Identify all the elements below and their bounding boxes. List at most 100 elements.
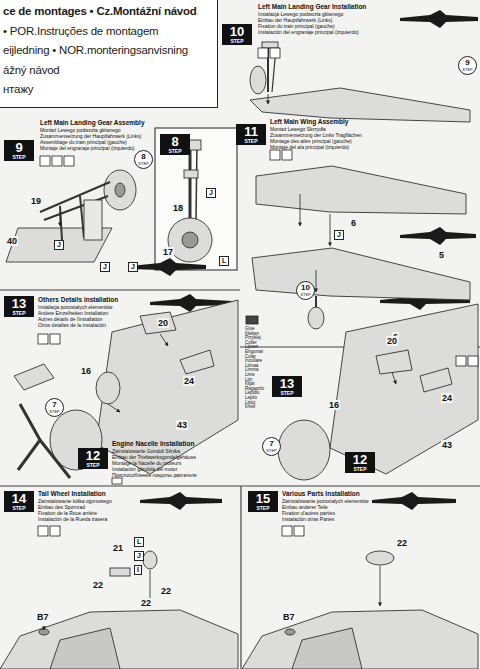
step-title: Zainstalowanie pozostałych elementów	[282, 498, 369, 504]
callout-step-number: 8	[135, 153, 152, 161]
drawing-stroke	[143, 551, 157, 569]
step-title: Einbau anderer Teile	[282, 504, 369, 510]
step-title: Left Main Wing Assembly	[270, 118, 362, 126]
step-title: Autres détails de l'installation	[38, 316, 118, 322]
manual-language-heading: eijledning • NOR.monteringsanvisning	[3, 41, 214, 61]
panel-frames	[0, 128, 480, 669]
step-badge: 8STEP	[160, 134, 190, 155]
step-title: Others Details installation	[38, 296, 118, 304]
step-title: Tail Wheel Installation	[38, 490, 112, 498]
drawing-stroke	[366, 551, 394, 565]
leader-arrows	[44, 94, 396, 630]
step-word: STEP	[4, 154, 34, 160]
drawing-stroke	[256, 166, 466, 214]
callout-step-number: 7	[263, 440, 280, 448]
callout-step-number: 9	[459, 59, 476, 67]
step-word: STEP	[236, 138, 266, 144]
drawing-stroke	[252, 248, 470, 300]
step-title: Left Main Landing Gear Installation	[258, 3, 366, 11]
step-word: STEP	[78, 462, 108, 468]
part-number: 18	[172, 203, 184, 213]
part-number: 40	[6, 236, 18, 246]
step-callout: 10STEP	[296, 281, 315, 300]
callout-step-number: 7	[46, 401, 63, 409]
drawing-stroke	[400, 227, 476, 245]
step-title: Instalacja Lewego podwozia głównego	[258, 11, 366, 17]
step-number: 9	[4, 141, 34, 154]
callout-step-word: STEP	[297, 292, 314, 297]
step-title: Zusammensetzung der Hauptfahrwerk (Links…	[40, 133, 145, 139]
step-title-block: Left Main Landing Gear InstallationInsta…	[258, 3, 366, 35]
step-title: Einbau der Hauptfahrwerk (Links)	[258, 17, 366, 23]
step-number: 12	[345, 453, 375, 466]
drawing-stroke	[282, 150, 292, 160]
part-letter-box: L	[134, 537, 144, 547]
step-title-block: Tail Wheel InstallationZainstalowanie kó…	[38, 490, 112, 522]
part-number: 6	[350, 218, 357, 228]
drawing-stroke	[300, 194, 301, 226]
drawing-stroke	[182, 232, 198, 248]
drawing-stroke	[40, 156, 50, 166]
step-badge: 12STEP	[345, 452, 375, 473]
manual-language-heading: • POR.Instruções de montagem	[3, 22, 214, 42]
step-title: Instalación otras Partes	[282, 516, 369, 522]
drawing-stroke	[112, 478, 122, 484]
drawing-stroke	[294, 526, 304, 536]
drawing-stroke	[40, 182, 110, 240]
step-badge: 15STEPVarious Parts InstallationZainstal…	[248, 491, 278, 512]
drawing-stroke	[140, 312, 176, 334]
step-number: 14	[4, 492, 34, 505]
manual-language-heading: ce de montages • Cz.Montážní návod	[3, 2, 214, 22]
step-word: STEP	[345, 466, 375, 472]
part-letter-box: J	[134, 551, 144, 561]
step-number: 11	[236, 125, 266, 138]
step-title: Instalación del engranaje principal (izq…	[258, 29, 366, 35]
drawing-stroke	[308, 307, 324, 329]
step-badge: 9STEPLeft Main Landing Gear AssemblyMont…	[4, 140, 34, 161]
step-number: 15	[248, 492, 278, 505]
step-word: STEP	[222, 38, 252, 44]
drawing-stroke	[376, 350, 412, 374]
drawing-stroke	[184, 170, 198, 178]
drawing-stroke	[44, 626, 45, 630]
callout-step-word: STEP	[263, 448, 280, 453]
drawing-stroke	[278, 420, 330, 480]
drawing-stroke	[110, 568, 130, 576]
callout-step-word: STEP	[459, 67, 476, 72]
drawing-stroke	[285, 629, 295, 635]
title-panel: ce de montages • Cz.Montážní návod• POR.…	[0, 0, 218, 108]
step-word: STEP	[160, 148, 190, 154]
step-badge: 10STEPLeft Main Landing Gear Installatio…	[222, 24, 252, 45]
drawing-stroke	[155, 128, 237, 270]
drawing-stroke	[250, 66, 266, 94]
part-number: 22	[396, 538, 408, 548]
part-letter-box: J	[100, 262, 110, 272]
drawing-stroke	[258, 48, 268, 58]
part-number: 43	[441, 440, 453, 450]
drawing-stroke	[108, 404, 120, 412]
drawing-stroke	[330, 214, 331, 246]
step-badge: 12STEPEngine Nacelle InstallationZainsta…	[78, 448, 108, 469]
drawing-stroke	[270, 48, 280, 58]
drawing-stroke	[168, 218, 212, 262]
step-title: Engine Nacelle Installation	[112, 440, 197, 448]
step-title: Fixation du train principal (gauche)	[258, 23, 366, 29]
step-title: Einbau des Spornrad	[38, 504, 112, 510]
part-number: 24	[441, 393, 453, 403]
part-number: 24	[183, 376, 195, 386]
manual-language-heading: ážný návod	[3, 61, 214, 81]
drawing-stroke	[50, 526, 60, 536]
drawing-stroke	[270, 150, 280, 160]
glue-word: Клей	[245, 405, 255, 410]
step-badge: 13STEPOthers Details installationInstala…	[4, 296, 34, 317]
step-badge: 13STEP	[272, 376, 302, 397]
drawing-stroke	[392, 372, 396, 384]
drawing-stroke	[0, 610, 238, 669]
drawing-stroke	[246, 316, 258, 324]
step-callout: 9STEP	[458, 56, 477, 75]
step-title-block: Left Main Wing AssemblyMontaż Lewego Skr…	[270, 118, 362, 150]
drawing-stroke	[240, 486, 241, 669]
drawing-stroke	[268, 94, 269, 104]
drawing-stroke	[400, 10, 478, 28]
drawing-stroke	[104, 170, 136, 210]
